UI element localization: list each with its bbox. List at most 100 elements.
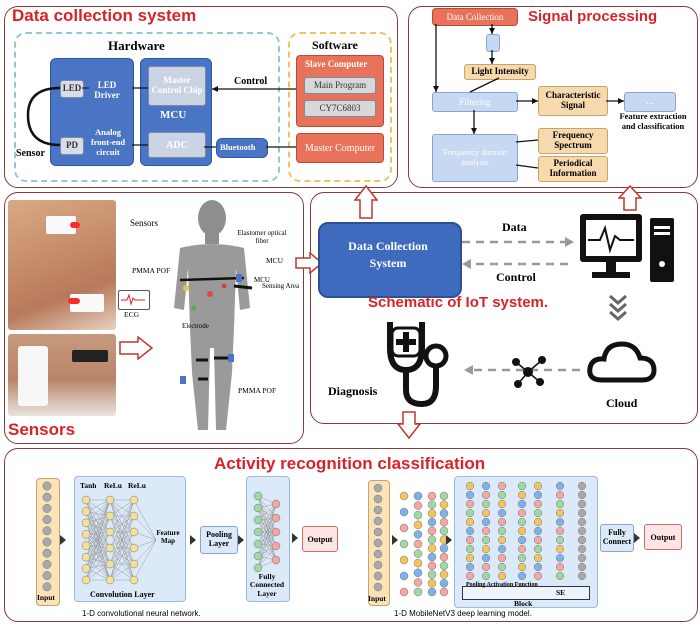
cnn-relu2-label: ReLu xyxy=(128,481,146,490)
pmma-pof-upper-label: PMMA POF xyxy=(132,266,171,275)
cnn-fc-node xyxy=(253,563,263,573)
nn-link xyxy=(85,499,111,512)
mobilenet-block-node xyxy=(533,499,543,509)
cnn-fc-output-node xyxy=(271,499,281,509)
mobilenet-expansion-node xyxy=(439,552,449,562)
mobilenet-expansion-node xyxy=(399,523,409,533)
arm-light-2 xyxy=(68,298,80,304)
mobilenet-expansion-node xyxy=(439,544,449,553)
cnn-input-node xyxy=(42,582,52,592)
light-intensity-step: Light Intensity xyxy=(464,64,536,80)
signal-processing-title: Signal processing xyxy=(528,8,658,25)
mobilenet-expansion-node xyxy=(399,507,409,517)
mobilenet-block-node xyxy=(497,490,507,500)
mobilenet-block-node xyxy=(481,490,491,500)
cnn-input-node xyxy=(42,515,52,525)
cnn-input-node xyxy=(42,559,52,569)
ecg-icon xyxy=(121,293,145,306)
mobilenet-block-node xyxy=(577,553,587,563)
nn-link xyxy=(85,531,111,546)
cnn-fc-node xyxy=(253,551,263,561)
nn-link xyxy=(85,547,111,581)
diagnosis-label: Diagnosis xyxy=(328,384,378,398)
mobilenet-block-node xyxy=(517,544,527,554)
hardware-arrows xyxy=(26,86,296,148)
mobilenet-block-node xyxy=(465,490,475,500)
mobilenet-block-node xyxy=(555,517,565,527)
software-title: Software xyxy=(312,38,358,52)
nn-link xyxy=(257,517,277,545)
mobilenet-input-node xyxy=(373,582,383,592)
nn-link xyxy=(109,531,135,581)
stethoscope-icon xyxy=(387,322,449,408)
mobilenet-block-node xyxy=(481,535,491,545)
mobilenet-block-node xyxy=(555,535,565,545)
nn-link xyxy=(85,534,111,549)
mobilenet-block-node xyxy=(517,553,527,563)
mobilenet-expansion-node xyxy=(399,555,409,565)
cnn-pooling-box: Pooling Layer xyxy=(200,526,238,554)
iot-to-activity-arrow xyxy=(396,411,422,440)
mobilenet-block-node xyxy=(517,571,527,581)
cnn-fc-node xyxy=(253,503,263,513)
mobilenet-expansion-node xyxy=(427,526,437,536)
hardware-title: Hardware xyxy=(108,38,165,53)
mobilenet-expansion-node xyxy=(399,491,409,501)
nn-link xyxy=(85,515,111,569)
cnn-conv-node xyxy=(129,495,139,505)
mobilenet-block-node xyxy=(497,535,507,545)
nn-link xyxy=(257,531,277,561)
pd-box: PD xyxy=(60,137,84,155)
mobilenet-input-node xyxy=(373,505,383,515)
mobilenet-block-node xyxy=(577,544,587,554)
mobilenet-input-node xyxy=(373,516,383,526)
mobilenet-se-box xyxy=(462,586,590,600)
cnn-fc-output-node xyxy=(271,541,281,551)
software-group xyxy=(288,32,392,182)
mobilenet-block-node xyxy=(465,499,475,509)
mobilenet-expansion-node xyxy=(413,558,423,568)
nn-link xyxy=(85,522,111,533)
nn-link xyxy=(133,539,157,581)
mobilenet-expansion-node xyxy=(413,568,423,578)
mobilenet-input-label: Input xyxy=(368,594,386,603)
mobilenet-block-node xyxy=(577,562,587,572)
mobilenet-block-node xyxy=(465,544,475,554)
nn-link xyxy=(109,547,135,581)
mobilenet-block-node xyxy=(533,535,543,545)
mobilenet-expansion-node xyxy=(439,526,449,536)
mobilenet-block-node xyxy=(577,535,587,545)
mobilenet-block-node xyxy=(497,544,507,554)
schematic-title: Schematic of IoT system. xyxy=(368,294,549,311)
mobilenet-se-label: SE xyxy=(556,588,566,597)
nn-link xyxy=(109,499,135,565)
cnn-input-label: Input xyxy=(37,593,55,602)
cnn-conv-node xyxy=(81,518,91,528)
mobilenet-block-node xyxy=(577,508,587,518)
mobilenet-block-node xyxy=(481,508,491,518)
cloud-icon xyxy=(587,341,657,383)
nn-link xyxy=(133,499,157,541)
mobilenet-block-node xyxy=(555,571,565,581)
body-mcu-label: MCU xyxy=(266,256,284,265)
nn-link xyxy=(85,499,111,558)
to-iot-arrow xyxy=(295,252,324,274)
nn-link xyxy=(257,503,277,533)
cnn-input-node xyxy=(42,548,52,558)
mobilenet-block-node xyxy=(465,517,475,527)
iot-to-signal-arrow xyxy=(618,184,642,211)
nn-link xyxy=(85,534,111,565)
periodical-info-step: Periodical Information xyxy=(538,156,608,182)
hardware-group xyxy=(14,32,280,182)
mobilenet-block-node xyxy=(497,571,507,581)
mobilenet-expansion-node xyxy=(427,517,437,527)
mobilenet-expansion-node xyxy=(413,539,423,549)
mobilenet-block-node xyxy=(555,562,565,572)
arm-light-1 xyxy=(70,222,80,228)
arm-sensor-1 xyxy=(46,216,76,234)
mobilenet-block-node xyxy=(465,526,475,536)
cnn-conv-node xyxy=(129,559,139,569)
dots-step: ... xyxy=(624,92,676,112)
mobilenet-block-node xyxy=(465,571,475,581)
human-body-figure xyxy=(174,200,253,430)
